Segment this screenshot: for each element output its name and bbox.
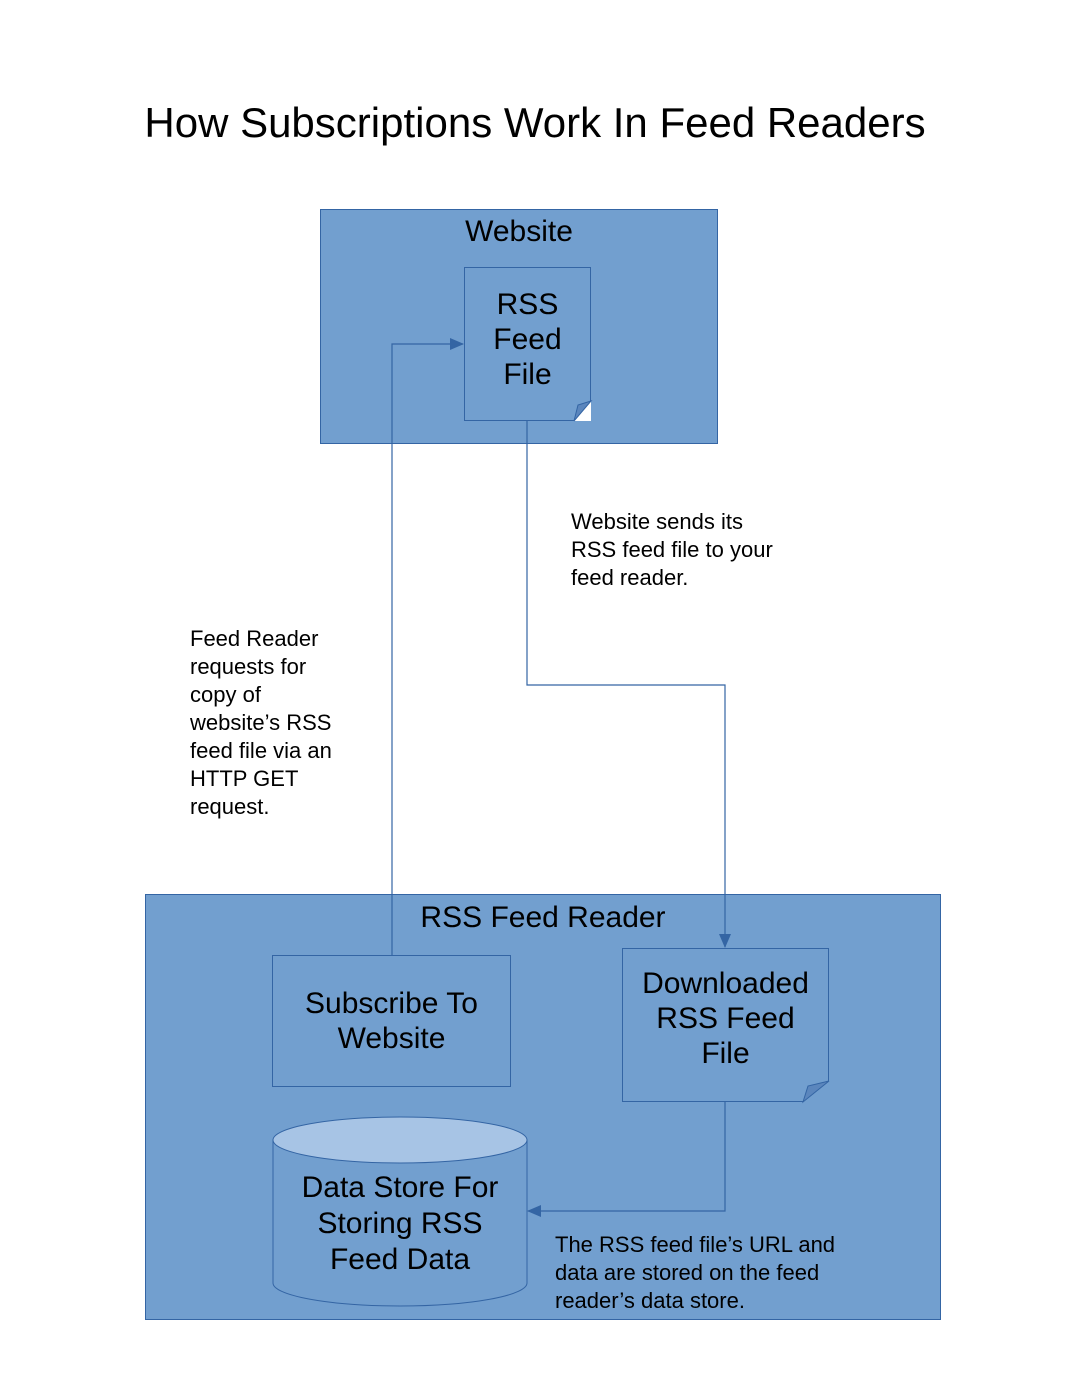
data-store-node: Data Store For Storing RSS Feed Data — [301, 1171, 499, 1276]
send-feed-note: Website sends its RSS feed file to your … — [571, 509, 773, 590]
diagram-title: How Subscriptions Work In Feed Readers — [144, 99, 926, 146]
request-feed-note: Feed Reader requests for copy of website… — [190, 626, 332, 819]
subscribe-to-website-node: Subscribe To Website — [272, 955, 511, 1087]
feed-reader-label: RSS Feed Reader — [420, 901, 666, 934]
send-connector — [526, 421, 731, 948]
downloaded-feed-file-node: Downloaded RSS Feed File — [622, 948, 829, 1102]
website-label: Website — [465, 215, 573, 248]
store-data-note: The RSS feed file’s URL and data are sto… — [555, 1232, 836, 1313]
rss-feed-file-node: RSS Feed File — [464, 267, 591, 421]
